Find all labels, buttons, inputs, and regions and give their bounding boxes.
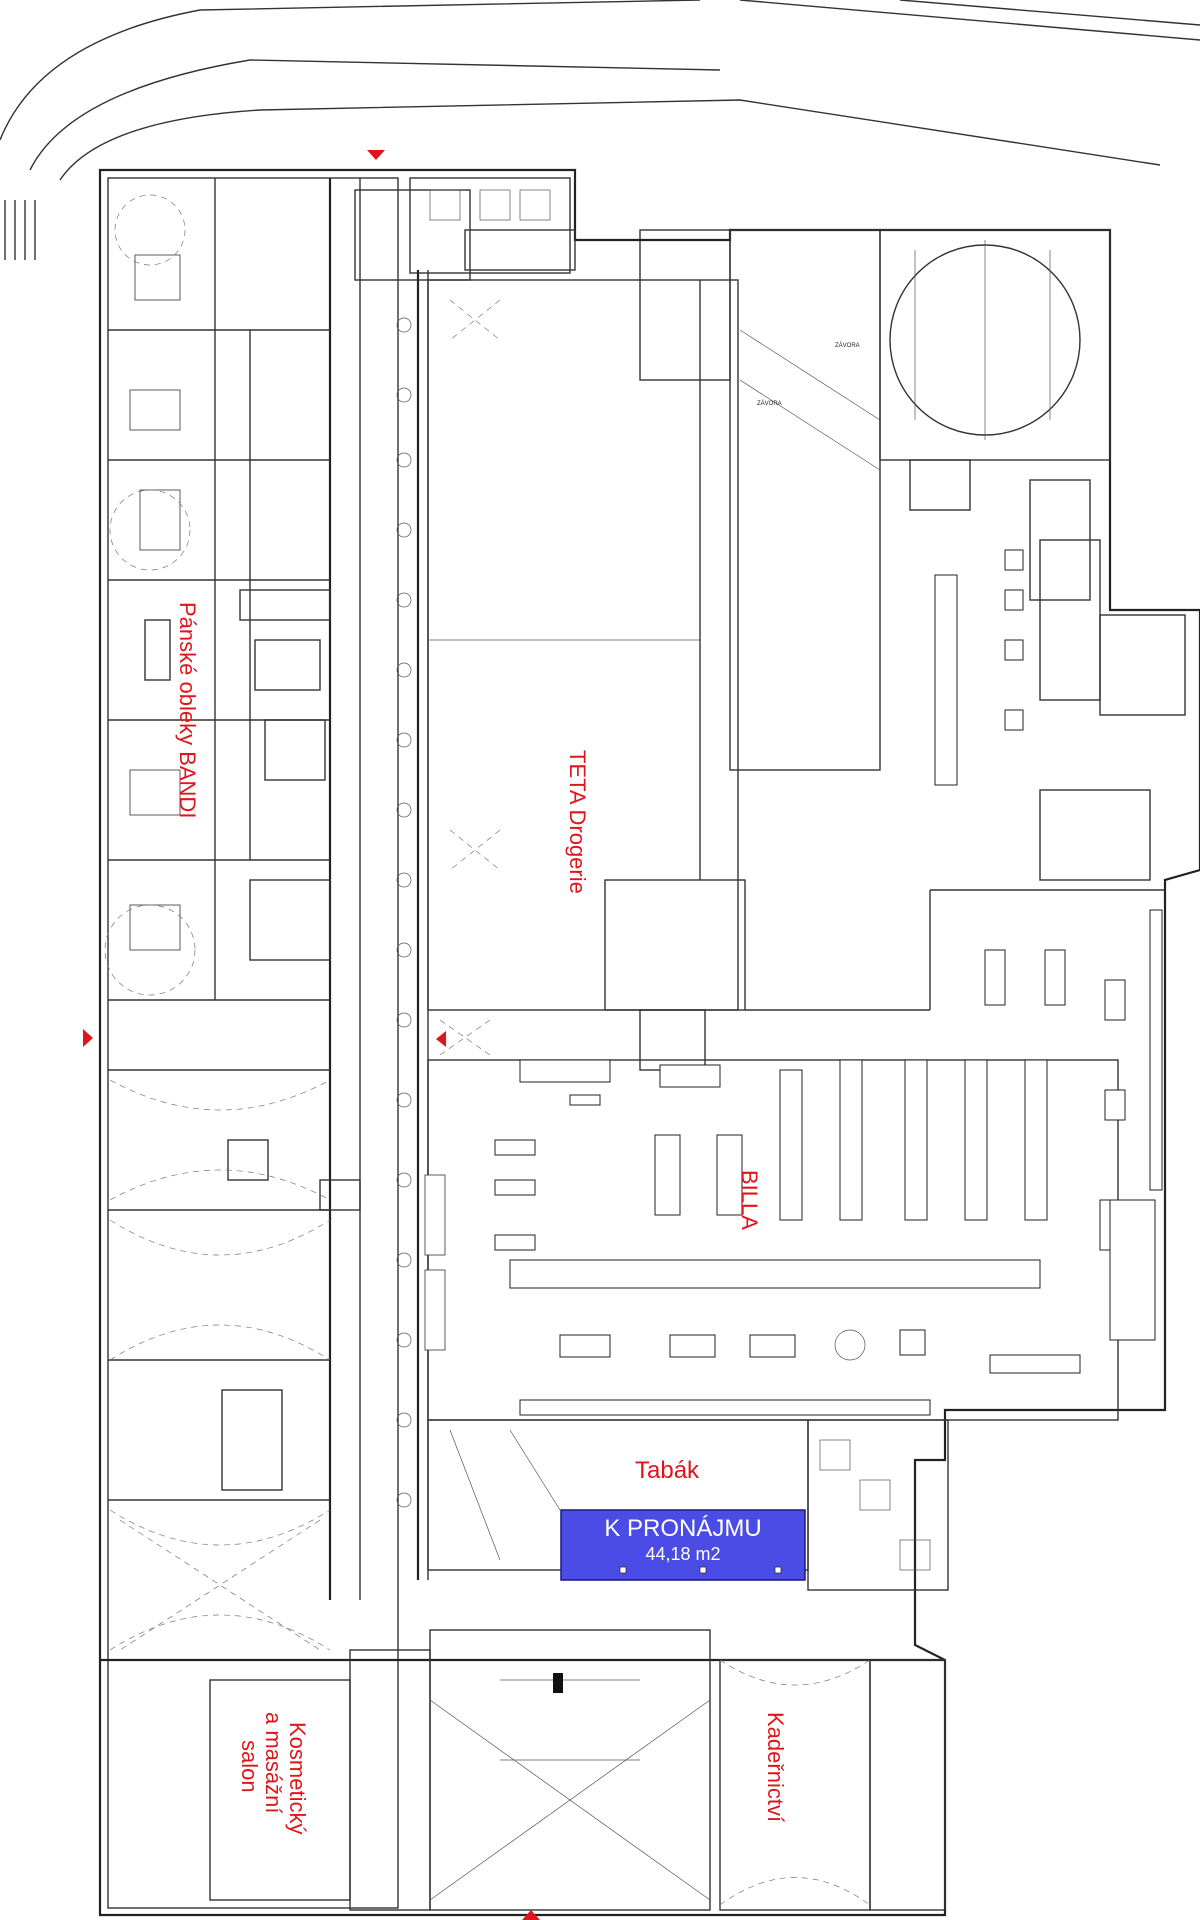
lower-rooms xyxy=(100,1629,946,1911)
entrance-top-triangle-icon xyxy=(367,150,385,160)
ramp-circle xyxy=(879,229,1186,881)
entrance-bottom-triangle-icon xyxy=(522,1910,540,1920)
wc-top xyxy=(409,177,571,274)
label-bandi: Pánské obleky BANDI xyxy=(175,602,200,818)
billa-area xyxy=(424,889,1165,1421)
label-kosmeticky-3: salon xyxy=(237,1740,262,1793)
building-outline xyxy=(98,168,1200,1917)
rent-title: K PRONÁJMU xyxy=(604,1515,761,1542)
rent-unit[interactable] xyxy=(560,1509,806,1581)
bandi-rooms xyxy=(104,178,576,1661)
entrance-markers xyxy=(83,150,540,1920)
label-tabak: Tabák xyxy=(635,1457,700,1484)
label-kosmeticky-1: Kosmetický xyxy=(285,1722,310,1834)
label-kadernictvi: Kadeřnictví xyxy=(763,1712,788,1822)
label-teta: TETA Drogerie xyxy=(565,750,590,894)
label-zavora-1: ZÁVORA xyxy=(835,342,860,349)
label-kosmeticky-2: a masážní xyxy=(261,1712,286,1814)
entrance-left-triangle-icon xyxy=(83,1029,93,1047)
entrance-center-triangle-icon xyxy=(436,1031,446,1047)
label-billa: BILLA xyxy=(737,1170,762,1230)
street-lines xyxy=(0,0,1200,260)
teta-area xyxy=(427,229,881,1071)
label-zavora-2: ZÁVORA xyxy=(757,400,782,407)
rent-area: 44,18 m2 xyxy=(645,1544,720,1564)
corridor-pillars xyxy=(396,317,412,1508)
